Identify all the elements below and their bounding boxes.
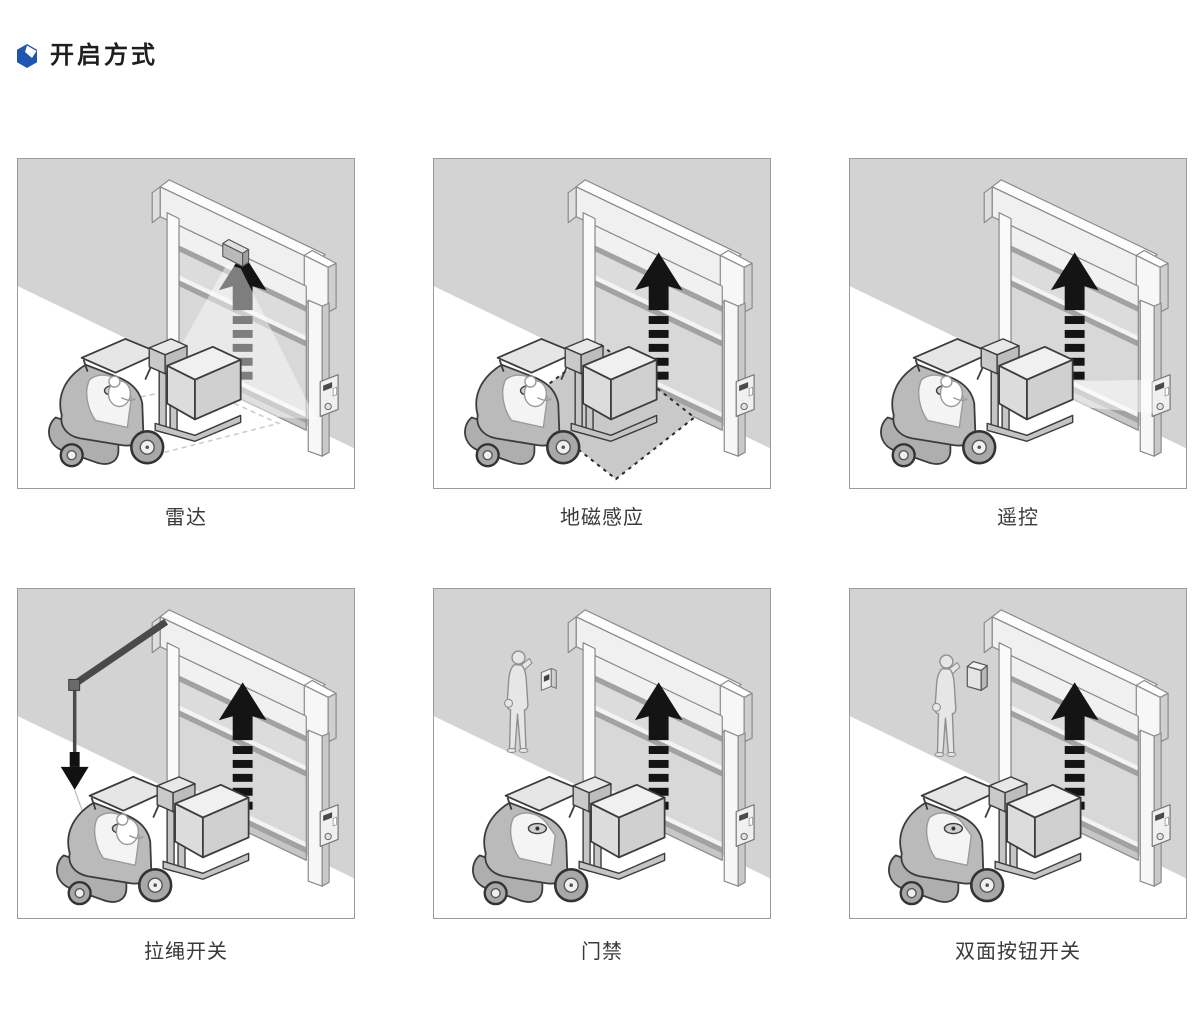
access-reader — [540, 667, 557, 691]
ground-induction-illustration — [434, 159, 770, 488]
panel-ground-induction — [433, 158, 771, 489]
button-box — [966, 660, 988, 691]
access-control-illustration — [434, 589, 770, 918]
double-button-illustration — [850, 589, 1186, 918]
panel-label-access-control: 门禁 — [581, 941, 623, 963]
radar-illustration — [18, 159, 354, 488]
panel-pull-rope — [17, 588, 355, 919]
panel-double-button — [849, 588, 1187, 919]
panel-access-control — [433, 588, 771, 919]
page-title: 开启方式 — [50, 42, 158, 69]
blue-cube-icon — [17, 44, 37, 68]
panel-remote-control — [849, 158, 1187, 489]
panel-label-radar: 雷达 — [165, 507, 207, 529]
radar-sensor — [222, 238, 250, 267]
pull-rope-illustration — [18, 589, 354, 918]
panel-label-remote-control: 遥控 — [997, 507, 1039, 529]
remote-control-illustration — [850, 159, 1186, 488]
pull-rope-assembly — [60, 618, 169, 826]
pull-down-arrow — [60, 752, 89, 790]
panel-label-pull-rope: 拉绳开关 — [144, 941, 228, 963]
panel-radar — [17, 158, 355, 489]
page-header: 开启方式 — [16, 42, 158, 70]
panel-label-ground-induction: 地磁感应 — [560, 507, 644, 529]
panel-label-double-button: 双面按钮开关 — [955, 941, 1081, 963]
